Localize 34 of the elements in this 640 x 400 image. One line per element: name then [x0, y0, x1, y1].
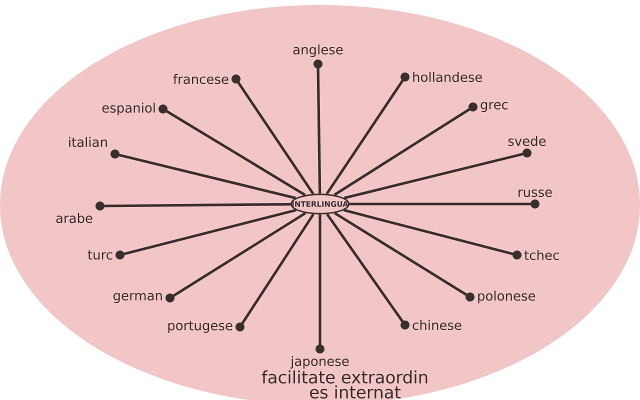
spoke-line	[116, 208, 296, 260]
language-label: russe	[518, 190, 552, 197]
language-label: hollandese	[413, 72, 482, 82]
spoke-line	[344, 208, 522, 260]
language-label: espaniol	[102, 102, 155, 116]
language-label: turc	[88, 250, 112, 260]
spoke-line	[96, 202, 290, 210]
language-label: german	[114, 293, 162, 303]
spoke-line	[158, 104, 306, 196]
spoke-line	[334, 102, 478, 196]
spoke-line	[314, 60, 322, 194]
language-label: polonese	[478, 290, 536, 304]
spoke-line	[344, 148, 532, 200]
language-label: japonese	[290, 356, 349, 369]
language-label: anglese	[293, 44, 343, 57]
spoke-line	[316, 214, 324, 354]
spoke-line	[334, 212, 474, 302]
spoke-line	[166, 212, 306, 302]
spoke-line	[110, 150, 296, 200]
spoke-line	[236, 213, 314, 332]
language-label: arabe	[56, 213, 92, 224]
language-label: svede	[508, 136, 546, 146]
spoke-line	[326, 72, 410, 195]
spoke-line	[350, 200, 540, 208]
language-label: portugese	[168, 321, 232, 333]
caption-text: es internat	[310, 385, 401, 399]
spoke-line	[326, 213, 410, 330]
language-label: tchec	[524, 250, 559, 260]
spoke-line	[232, 74, 314, 195]
language-label: italian	[69, 136, 107, 147]
language-label: grec	[480, 102, 508, 112]
caption-text: facilitate extraordin	[262, 370, 428, 384]
language-label: chinese	[412, 320, 462, 330]
language-label: francese	[173, 74, 228, 84]
